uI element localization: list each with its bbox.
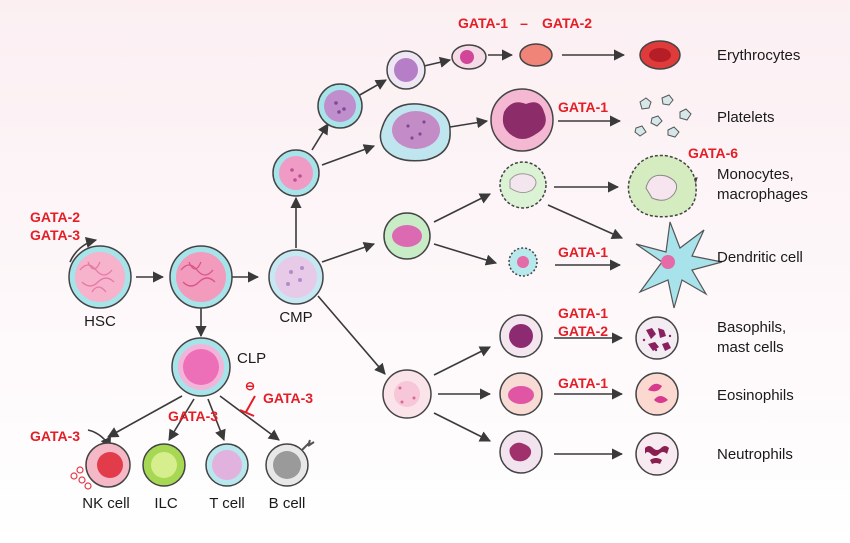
arrow-mep-to-progenitor [311,123,329,151]
cell-cmp [268,249,324,305]
factor-lymphoid-gata3: GATA-3 [168,408,218,424]
arrow-clp-to-bcell [219,395,280,441]
cell-clp [171,337,231,397]
arrow-to-neut-precursor [433,412,492,442]
arrow-to-monoblast [433,193,492,223]
cell-hsc [68,245,132,309]
label-basophils-line1: Basophils, [717,319,786,336]
cell-reticulocyte [519,43,553,67]
factor-bcell-gata3: GATA-3 [263,390,313,406]
arrow-to-megakaryoblast [321,144,376,166]
cell-monoblast [499,161,547,209]
cell-erythroblast [386,50,426,90]
arrow-clp-to-nk [107,395,183,438]
factor-ery-gata2: GATA-2 [542,15,592,31]
cell-neutrophil [635,432,679,476]
arrow-clp-to-tcell [207,398,226,442]
label-clp: CLP [237,350,266,367]
arrow-to-baso-precursor [433,346,492,376]
arrow-clp-to-ilc [168,398,195,441]
label-dendritic: Dendritic cell [717,249,803,266]
label-eosinophils: Eosinophils [717,387,794,404]
factor-hsc-gata2: GATA-2 [30,209,80,225]
factor-ery-dash: – [520,15,528,31]
label-monocytes-line1: Monocytes, [717,166,794,183]
cell-nk [70,442,131,490]
cell-eosinophil [635,372,679,416]
cell-normoblast [451,44,487,70]
inhibition-bar [239,395,256,417]
cell-dc-precursor [508,247,538,277]
arrow-to-megakaryocyte [449,117,489,129]
cell-labels: HSC CMP CLP Erythrocytes Platelets Monoc… [82,47,808,512]
cell-megakaryocyte [490,88,554,152]
factor-basophils-gata1: GATA-1 [558,305,608,321]
factor-nk-gata3: GATA-3 [30,428,80,444]
cell-dendritic [635,221,723,309]
arrow-to-dc-precursor [433,243,498,266]
label-b-cell: B cell [269,495,306,512]
label-t-cell: T cell [209,495,245,512]
arrow-to-ery-progenitor [357,79,387,97]
arrow-cmp-to-granulo [317,295,386,375]
label-cmp: CMP [279,309,312,326]
factor-dendritic-gata1: GATA-1 [558,244,608,260]
cell-ilc [142,443,186,487]
cell-neut-precursor [499,430,543,474]
gata-factor-labels: GATA-2 GATA-3 GATA-1 – GATA-2 GATA-1 GAT… [30,15,738,444]
cell-ery-progenitor [317,83,363,129]
factor-monocytes-gata6: GATA-6 [688,145,738,161]
arrow-monocyte-to-dc [547,204,624,240]
label-hsc: HSC [84,313,116,330]
arrow-cmp-to-gmp [321,242,376,263]
arrows [69,49,698,460]
label-basophils-line2: mast cells [717,339,784,356]
factor-basophils-gata2: GATA-2 [558,323,608,339]
cell-macrophage [627,154,697,218]
cell-erythrocyte [639,40,681,70]
inhibit-symbol: ⊖ [245,379,255,393]
factor-platelets-gata1: GATA-1 [558,99,608,115]
cell-granulo-progenitor [382,369,432,419]
cell-bcell [265,439,315,487]
cell-mpp [169,245,233,309]
cell-eos-precursor [499,372,543,416]
cell-megakaryoblast [379,103,451,162]
cell-tcell [205,443,249,487]
cell-mep [272,149,320,197]
cell-gmp [383,212,431,260]
label-platelets: Platelets [717,109,775,126]
cell-basophil [635,316,679,360]
label-erythrocytes: Erythrocytes [717,47,800,64]
arrow-to-erythroblast [423,56,452,68]
label-ilc: ILC [154,495,178,512]
factor-eosinophils-gata1: GATA-1 [558,375,608,391]
label-neutrophils: Neutrophils [717,446,793,463]
self-renewal-arrow-hsc [69,236,98,263]
cell-baso-precursor [499,314,543,358]
factor-ery-gata1: GATA-1 [458,15,508,31]
label-monocytes-line2: macrophages [717,186,808,203]
cell-platelets [634,94,692,138]
label-nk-cell: NK cell [82,495,130,512]
factor-hsc-gata3: GATA-3 [30,227,80,243]
